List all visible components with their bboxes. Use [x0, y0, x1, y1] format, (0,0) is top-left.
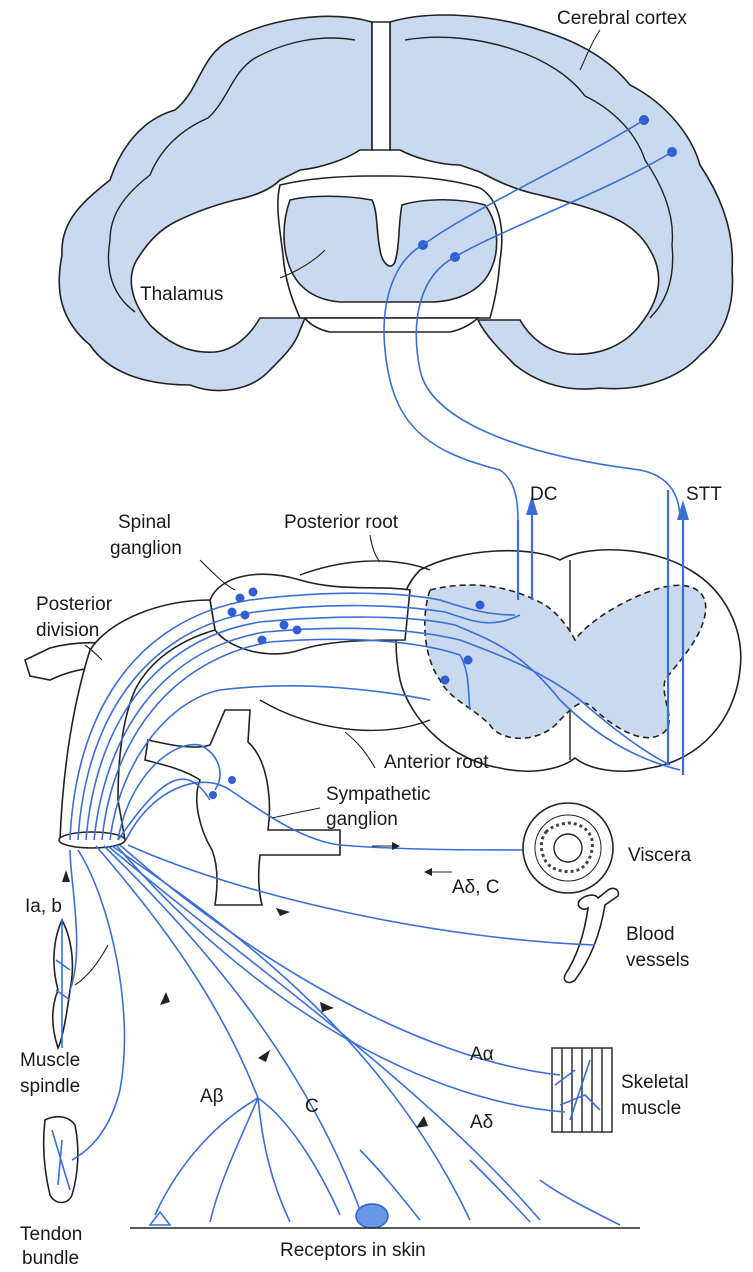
label-viscera: Viscera [628, 845, 691, 866]
sympathetic-ganglion-body [145, 710, 340, 905]
label-blood-vessels-2: vessels [626, 950, 689, 971]
arrow-a-delta [416, 1116, 428, 1128]
leader-posterior-root [370, 535, 380, 562]
arrow-a-beta [160, 992, 170, 1005]
label-a-delta: Aδ [470, 1112, 493, 1133]
sympathetic-ganglion [145, 710, 340, 905]
skin-fiber-4 [108, 846, 540, 1220]
spinal-cord [396, 550, 741, 771]
dorsal-horn-cell-2 [464, 656, 473, 665]
longitudinal-fissure [372, 22, 390, 150]
label-ia-b: Ia, b [25, 896, 62, 917]
ganglion-cell-5 [280, 621, 289, 630]
symp-ganglion-cell-1 [209, 791, 217, 799]
fiber-direction-arrows [62, 870, 428, 1128]
label-cerebral-cortex: Cerebral cortex [557, 8, 687, 29]
receptor-ending-1 [150, 1212, 170, 1225]
anterior-root-sheath [260, 700, 430, 730]
spindle-bracket [75, 945, 108, 985]
viscera-organ [523, 803, 613, 893]
nerve-trunk-cut-end [59, 832, 125, 848]
ganglion-cell-3 [228, 608, 237, 617]
ganglion-cell-6 [293, 626, 302, 635]
arrow-vessel [276, 908, 290, 916]
label-tendon-bundle-2: bundle [22, 1248, 79, 1269]
ganglion-cell-4 [241, 611, 250, 620]
label-spinal-ganglion-2: ganglion [110, 538, 182, 559]
ganglion-cell-1 [236, 594, 245, 603]
skin-receptors [96, 846, 640, 1228]
fiber-symp [118, 779, 210, 840]
symp-ganglion-cell-2 [228, 776, 236, 784]
label-tendon-bundle-1: Tendon [20, 1224, 82, 1245]
label-stt: STT [686, 484, 722, 505]
label-skeletal-muscle-1: Skeletal [621, 1072, 689, 1093]
label-blood-vessels-1: Blood [626, 924, 675, 945]
receptor-branching-b [360, 1150, 620, 1225]
posterior-root-sheath-top [300, 561, 430, 575]
leader-sympathetic-ganglion [272, 808, 320, 818]
label-a-alpha: Aα [470, 1044, 494, 1065]
ganglion-cell-7 [258, 636, 267, 645]
label-muscle-spindle-2: spindle [20, 1076, 80, 1097]
ganglion-cell-2 [249, 588, 258, 597]
tendon-fiber [72, 850, 124, 1160]
label-a-delta-c: Aδ, C [452, 877, 500, 898]
receptor-corpuscle [356, 1204, 388, 1228]
label-anterior-root: Anterior root [384, 752, 489, 773]
brain-section [59, 15, 732, 390]
label-dc: DC [530, 484, 557, 505]
brainstem-connector [305, 318, 478, 332]
label-c: C [305, 1096, 319, 1117]
label-skeletal-muscle-2: muscle [621, 1098, 681, 1119]
label-spinal-ganglion-1: Spinal [118, 512, 171, 533]
label-posterior-division-2: division [36, 620, 99, 641]
arrow-c [258, 1050, 270, 1062]
muscle-spindle-graphic [53, 850, 108, 1048]
skeletal-muscle-graphic [116, 845, 612, 1132]
leader-anterior-root [345, 732, 375, 768]
arrow-ia [62, 870, 70, 882]
label-muscle-spindle-1: Muscle [20, 1050, 80, 1071]
label-posterior-root: Posterior root [284, 512, 399, 533]
afferent-arrowhead [424, 868, 432, 876]
viscera-lumen [554, 834, 582, 862]
label-thalamus: Thalamus [140, 284, 223, 305]
label-a-beta: Aβ [200, 1086, 224, 1107]
skin-fiber-3 [112, 846, 470, 1220]
blood-vessel-shape [564, 888, 618, 982]
label-sympathetic-ganglion-1: Sympathetic [326, 784, 431, 805]
arrow-a-alpha [320, 1002, 334, 1012]
dorsal-horn-cell-3 [441, 676, 450, 685]
label-receptors-in-skin: Receptors in skin [280, 1240, 426, 1261]
label-posterior-division-1: Posterior [36, 594, 113, 615]
dorsal-horn-cell-1 [476, 601, 485, 610]
label-sympathetic-ganglion-2: ganglion [326, 809, 398, 830]
